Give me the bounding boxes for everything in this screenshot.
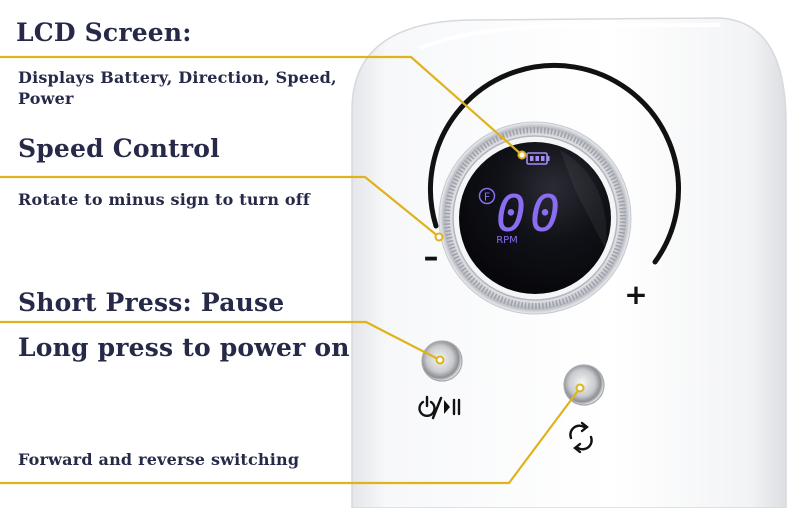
battery-icon — [526, 152, 550, 165]
lcd-screen-title: LCD Screen: — [16, 18, 192, 47]
lcd-screen-description-line1: Displays Battery, Direction, Speed, — [18, 68, 337, 87]
lcd-glare — [560, 150, 607, 250]
rotate-direction-icon — [569, 421, 593, 454]
plus-mark: + — [624, 278, 647, 311]
speed-scale-arc — [427, 62, 681, 265]
callout-line-speed — [0, 175, 440, 238]
power-button-title-line1: Short Press: Pause — [18, 288, 285, 317]
direction-button[interactable] — [563, 364, 605, 406]
dial-knurled-ring — [444, 127, 626, 309]
direction-indicator-ring — [478, 187, 496, 205]
speed-digits: 00 — [496, 185, 564, 243]
callout-line-direction — [0, 387, 581, 485]
speed-control-title: Speed Control — [18, 134, 220, 163]
minus-mark: – — [424, 240, 439, 275]
power-play-pause-icon — [418, 395, 461, 420]
lcd-screen — [459, 142, 611, 294]
device-top-edge — [419, 23, 721, 50]
speed-unit: RPM — [496, 235, 518, 246]
callout-lines — [0, 55, 581, 485]
direction-indicator: F — [484, 191, 490, 204]
callout-line-power — [0, 320, 441, 361]
power-button-title-line2: Long press to power on — [18, 333, 350, 362]
direction-button-description: Forward and reverse switching — [18, 450, 300, 469]
speed-control-description: Rotate to minus sign to turn off — [18, 190, 310, 209]
callout-line-lcd — [0, 55, 523, 156]
callout-endpoints — [434, 150, 585, 393]
lcd-screen-description-line2: Power — [18, 89, 74, 108]
